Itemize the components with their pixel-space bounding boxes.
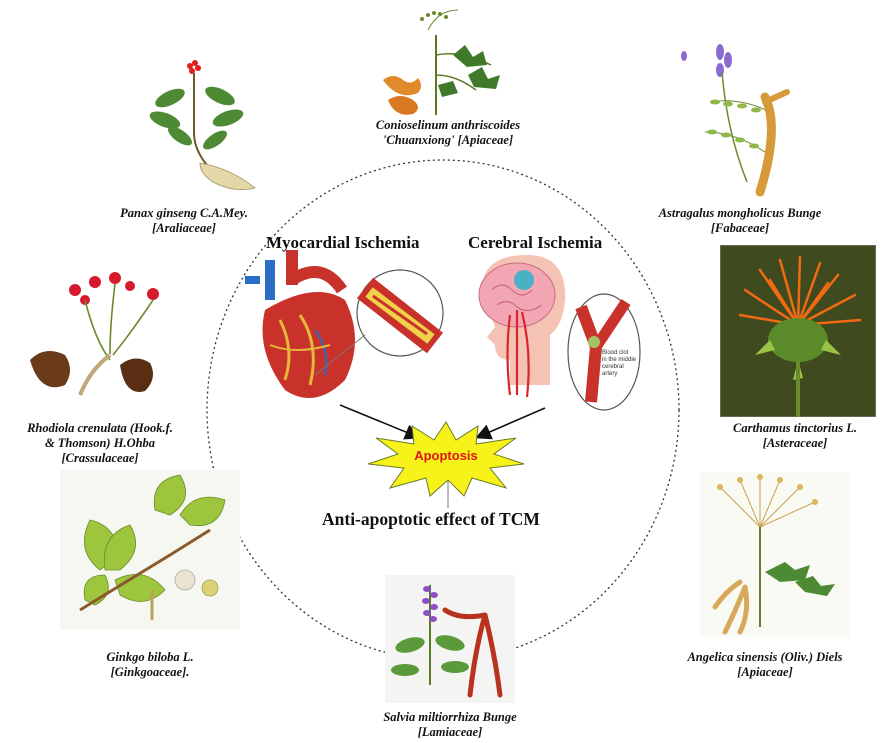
angelica-label: Angelica sinensis (Oliv.) Diels [Apiacea… [687,650,843,679]
chuanxiong-illustration [383,9,500,115]
apoptosis-label: Apoptosis [414,448,478,463]
ginkgo-label: Ginkgo biloba L. [Ginkgoaceae]. [106,650,194,679]
astragalus-illustration [681,44,790,197]
chuanxiong-label: Conioselinum anthriscoides 'Chuanxiong' … [375,118,521,147]
zoom-connector [314,334,366,376]
arrow-right [475,407,546,440]
clot-note: Blood clot in the middle cerebral artery [602,350,637,377]
heart-illustration [245,250,355,398]
rhodiola-illustration [30,272,159,396]
head-brain-illustration [478,255,566,398]
panax-ginseng-label: Panax ginseng C.A.Mey. [Araliaceae] [120,206,248,235]
astragalus-label: Astragalus mongholicus Bunge [Fabaceae] [658,206,822,235]
clot-zoom [567,293,641,411]
panax-ginseng-illustration [149,60,256,191]
carthamus-label: Carthamus tinctorius L. [Asteraceae] [733,421,857,450]
angelica-illustration [700,472,850,637]
cerebral-ischemia-title: Cerebral Ischemia [468,233,603,252]
salvia-label: Salvia miltiorrhiza Bunge [Lamiaceae] [383,710,517,739]
carthamus-illustration [720,245,876,417]
anti-apoptotic-caption: Anti-apoptotic effect of TCM [322,509,540,529]
artery-zoom [356,269,444,357]
salvia-illustration [385,575,515,703]
arrow-left [339,404,421,440]
rhodiola-label: Rhodiola crenulata (Hook.f. & Thomson) H… [27,421,173,465]
myocardial-ischemia-title: Myocardial Ischemia [266,233,420,252]
apoptosis-burst [367,421,525,497]
ginkgo-illustration [60,470,240,630]
